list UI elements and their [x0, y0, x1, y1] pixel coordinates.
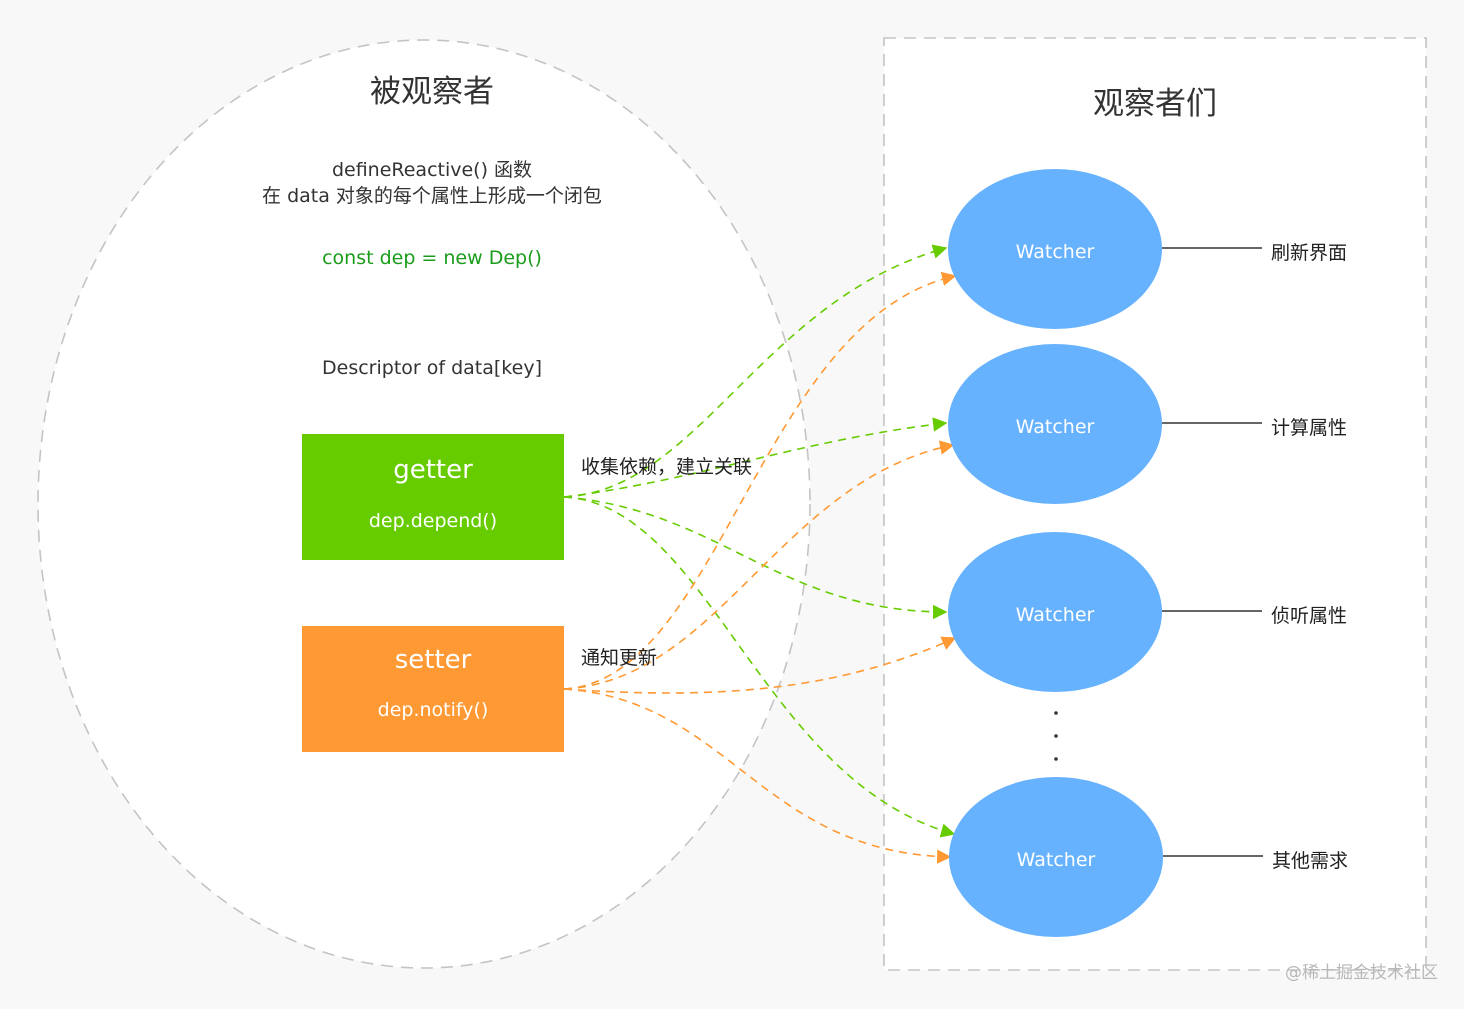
- getter-edge-3: [563, 496, 948, 620]
- watcher-role-4: 其他需求: [1272, 850, 1348, 872]
- watcher-node-2: Watcher 计算属性: [948, 344, 1347, 504]
- watcher-role-2: 计算属性: [1271, 417, 1347, 439]
- setter-box: setter dep.notify(): [302, 626, 564, 752]
- watcher-node-4: Watcher 其他需求: [949, 777, 1348, 937]
- getter-edge-4: [563, 496, 956, 838]
- getter-box: getter dep.depend(): [302, 434, 564, 560]
- setter-edge-1: [563, 271, 957, 690]
- watcher-role-3: 侦听属性: [1271, 605, 1347, 627]
- watcher-ellipse-3: [948, 532, 1162, 692]
- getter-edges: [563, 244, 956, 838]
- watcher-role-1: 刷新界面: [1271, 242, 1347, 264]
- watcher-label-3: Watcher: [1016, 604, 1095, 626]
- watcher-label-1: Watcher: [1016, 241, 1095, 263]
- watcher-label-4: Watcher: [1017, 849, 1096, 871]
- setter-edges: [563, 271, 957, 864]
- closure-description: 在 data 对象的每个属性上形成一个闭包: [262, 185, 602, 207]
- dep-code: const dep = new Dep(): [322, 247, 542, 269]
- watcher-node-1: Watcher 刷新界面: [948, 169, 1347, 329]
- setter-edge-label: 通知更新: [581, 647, 657, 669]
- setter-edge-2: [563, 440, 955, 690]
- setter-sub: dep.notify(): [378, 699, 489, 721]
- setter-title: setter: [395, 645, 472, 675]
- watcher-ellipse-1: [948, 169, 1162, 329]
- watcher-label-2: Watcher: [1016, 416, 1095, 438]
- watcher-node-3: Watcher 侦听属性: [948, 532, 1347, 692]
- watermark: @稀土掘金技术社区: [1285, 963, 1438, 983]
- observed-title: 被观察者: [370, 74, 494, 110]
- observers-title: 观察者们: [1093, 86, 1217, 122]
- setter-edge-3: [563, 636, 957, 694]
- getter-rect: [302, 434, 564, 560]
- setter-edge-4: [563, 688, 952, 864]
- watcher-ellipsis: [1054, 711, 1058, 761]
- getter-sub: dep.depend(): [369, 510, 497, 532]
- getter-title: getter: [393, 455, 473, 485]
- setter-rect: [302, 626, 564, 752]
- descriptor-text: Descriptor of data[key]: [322, 357, 542, 379]
- getter-edge-label: 收集依赖，建立关联: [581, 456, 752, 478]
- watcher-ellipse-2: [948, 344, 1162, 504]
- watcher-ellipse-4: [949, 777, 1163, 937]
- define-reactive-text: defineReactive() 函数: [332, 159, 532, 181]
